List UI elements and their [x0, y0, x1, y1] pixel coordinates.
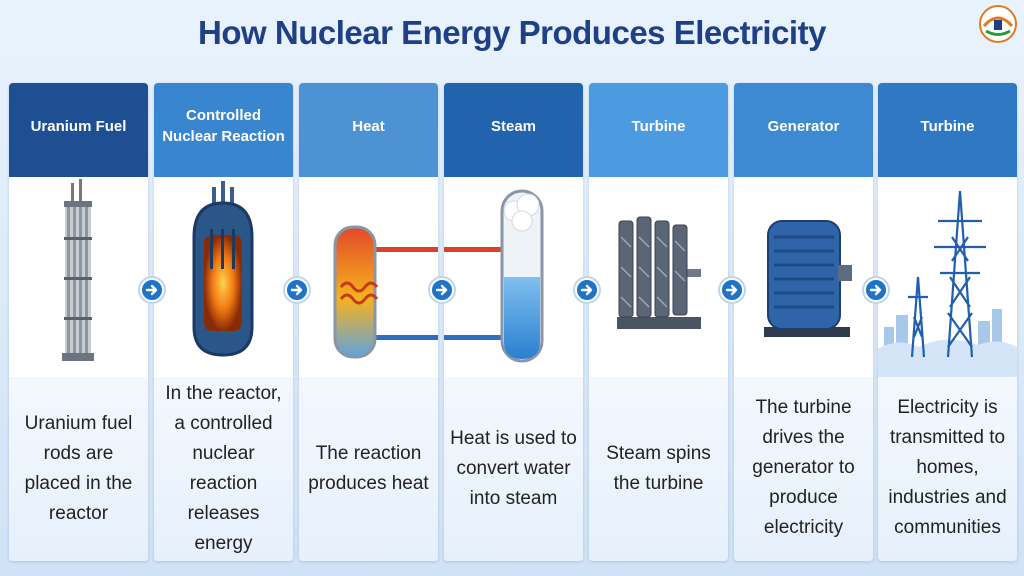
- step-description: Uranium fuel rods are placed in the reac…: [9, 377, 148, 561]
- step-label: Generator: [767, 117, 840, 135]
- arrow-right-icon: [575, 278, 599, 302]
- step-transmission: Turbine Electricity is transmitted to h: [878, 83, 1017, 561]
- arrow-right-icon: [864, 278, 888, 302]
- fuel-rod-icon: [9, 177, 148, 377]
- step-description: The reaction produces heat: [299, 377, 438, 561]
- step-header: Steam: [444, 83, 583, 177]
- step-label: Uranium Fuel: [30, 117, 127, 135]
- heat-exchanger-icon: [299, 177, 438, 377]
- step-heat: Heat The reaction produces heat: [299, 83, 438, 561]
- step-description: The turbine drives the generator to prod…: [734, 377, 873, 561]
- step-label: Turbine: [920, 117, 975, 135]
- arrow-right-icon: [430, 278, 454, 302]
- arrow-right-icon: [720, 278, 744, 302]
- pib-logo-icon: [979, 5, 1017, 43]
- arrow-right-icon: [140, 278, 164, 302]
- step-label: Steam: [490, 117, 537, 135]
- page-title: How Nuclear Energy Produces Electricity: [198, 14, 826, 51]
- steam-vessel-icon: [444, 177, 583, 377]
- step-header: Heat: [299, 83, 438, 177]
- step-steam: Steam Heat is used to convert water into…: [444, 83, 583, 561]
- turbine-icon: [589, 177, 728, 377]
- step-header: Generator: [734, 83, 873, 177]
- transmission-tower-icon: [878, 177, 1017, 377]
- step-turbine: Turbine Steam spins the turbin: [589, 83, 728, 561]
- step-description: Electricity is transmitted to homes, ind…: [878, 377, 1017, 561]
- step-label: Turbine: [631, 117, 686, 135]
- step-header: Uranium Fuel: [9, 83, 148, 177]
- step-description: Steam spins the turbine: [589, 377, 728, 561]
- step-description: Heat is used to convert water into steam: [444, 377, 583, 561]
- step-header: Controlled Nuclear Reaction: [154, 83, 293, 177]
- step-label: Controlled Nuclear Reaction: [162, 107, 285, 145]
- step-label: Heat: [352, 117, 385, 135]
- step-controlled-nuclear-reaction: Controlled Nuclear Reaction: [154, 83, 293, 561]
- arrow-right-icon: [285, 278, 309, 302]
- reactor-icon: [154, 177, 293, 377]
- process-steps: Uranium Fuel Uranium fuel rods are place…: [9, 83, 1017, 561]
- step-header: Turbine: [589, 83, 728, 177]
- step-generator: Generator The turbine drives the generat…: [734, 83, 873, 561]
- generator-icon: [734, 177, 873, 377]
- step-header: Turbine: [878, 83, 1017, 177]
- step-description: In the reactor, a controlled nuclear rea…: [154, 377, 293, 561]
- step-uranium-fuel: Uranium Fuel Uranium fuel rods are place…: [9, 83, 148, 561]
